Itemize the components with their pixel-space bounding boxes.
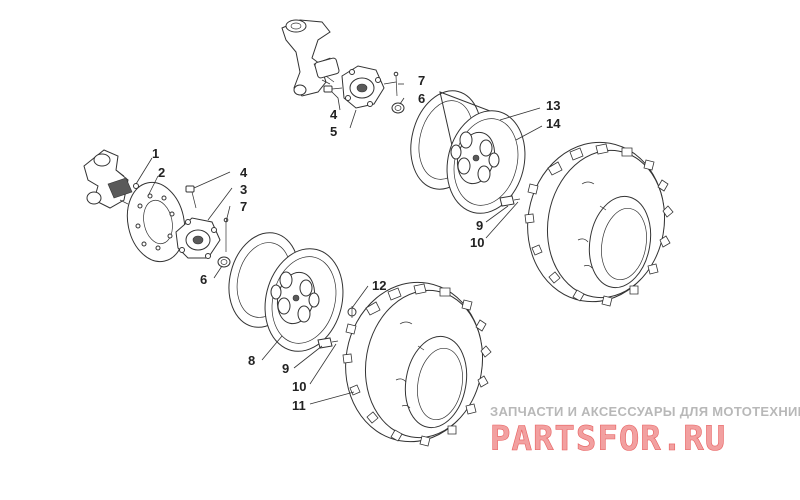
callout-5: 5 [330,124,337,139]
callout-1: 1 [152,146,159,161]
callout-10-top: 10 [470,235,484,250]
callout-14: 14 [546,116,561,131]
top-wheel-rim [410,90,526,214]
top-cotter-pin [393,71,399,97]
front-knuckle [83,149,133,209]
top-valve-stem [499,195,521,207]
watermark-tagline: ЗАПЧАСТИ И АКСЕССУАРЫ ДЛЯ МОТОТЕХНИКИ [490,404,800,419]
callout-8: 8 [248,353,255,368]
callout-2: 2 [158,165,165,180]
watermark-logo: PARTSFOR.RU [490,419,726,459]
callout-12: 12 [372,278,386,293]
front-brake-disc [126,181,186,263]
front-cotter-pin [223,217,229,252]
top-knuckle [281,19,340,97]
front-tire [342,281,492,447]
callout-4-top: 4 [330,107,338,122]
top-bolt [323,85,343,93]
callout-6-top: 6 [418,91,425,106]
callout-numbers: 1 2 4 3 7 6 7 6 4 5 13 14 9 10 12 8 9 10… [152,73,561,413]
callout-3: 3 [240,182,247,197]
front-nut [217,256,231,268]
callout-7: 7 [240,199,247,214]
callout-10: 10 [292,379,306,394]
front-hub [175,217,221,259]
callout-13: 13 [546,98,560,113]
front-wheel-rim [228,232,344,352]
front-valve-stem [317,337,339,349]
callout-7-top: 7 [418,73,425,88]
top-nut [391,102,405,114]
watermark: ЗАПЧАСТИ И АКСЕССУАРЫ ДЛЯ МОТОТЕХНИКИ PA… [490,404,800,459]
callout-9: 9 [282,361,289,376]
callout-4: 4 [240,165,248,180]
callout-9-top: 9 [476,218,483,233]
leader-lines [135,83,543,405]
top-tire [524,141,674,307]
front-bolt [185,185,197,209]
callout-11: 11 [292,398,306,413]
top-hub [341,65,397,109]
callout-6: 6 [200,272,207,287]
